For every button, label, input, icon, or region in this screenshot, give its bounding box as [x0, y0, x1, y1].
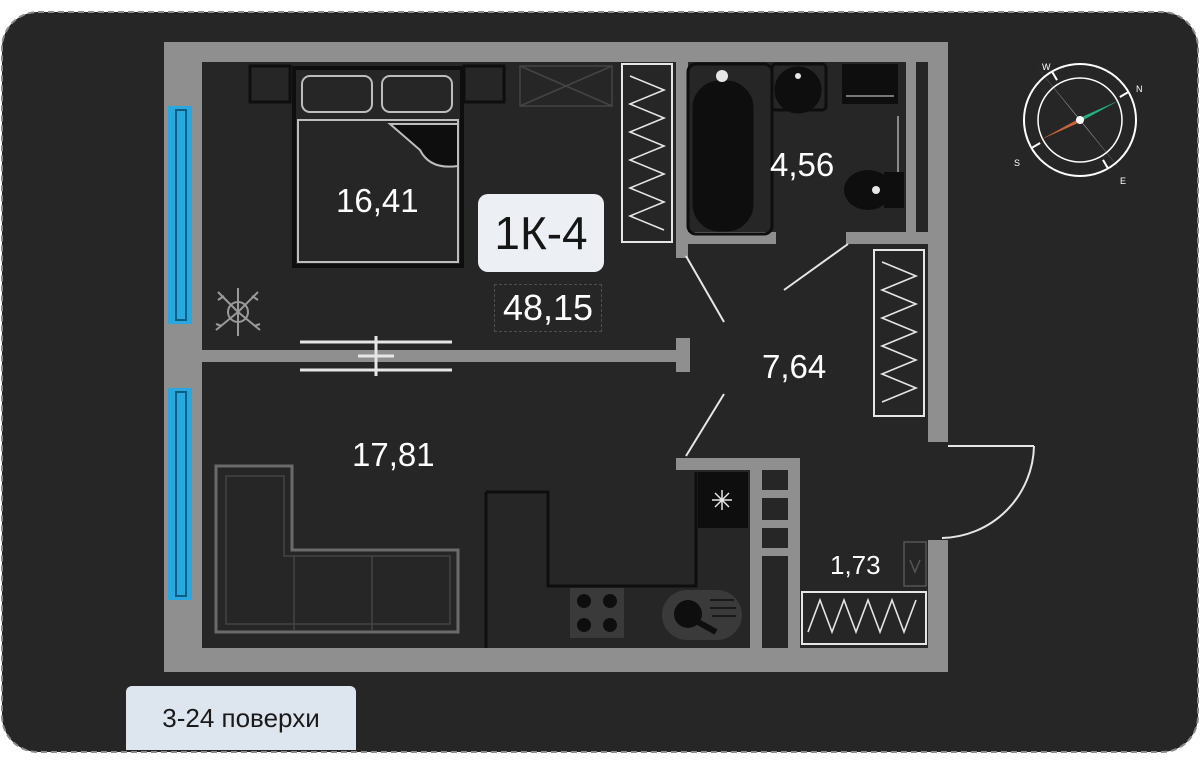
nightstands — [248, 64, 506, 104]
wardrobe-bedroom — [519, 65, 613, 107]
compass-label-n: N — [1136, 84, 1143, 94]
compass-label-s: S — [1014, 158, 1020, 168]
toilet-icon — [844, 170, 904, 210]
window-bedroom — [168, 106, 192, 324]
windows — [168, 106, 192, 600]
stove-icon — [570, 588, 624, 638]
unit-code-badge: 1К-4 — [478, 194, 604, 272]
room-area-storage: 1,73 — [830, 550, 881, 580]
compass-label-e: E — [1120, 176, 1126, 186]
door-swings — [685, 243, 1035, 539]
plant-icon — [215, 288, 261, 336]
sofa — [214, 464, 460, 634]
kitchen-sink-icon — [662, 590, 742, 640]
room-area-hallway: 7,64 — [762, 348, 827, 385]
total-area: 48,15 — [494, 284, 602, 332]
window-living — [168, 388, 192, 600]
bathtub — [686, 62, 774, 236]
fridge — [698, 472, 748, 528]
compass-icon: W N E S — [1014, 62, 1143, 186]
floors-badge: 3-24 поверхи — [126, 686, 356, 750]
compass-label-w: W — [1042, 62, 1051, 72]
wardrobe-hallway — [873, 249, 925, 417]
room-area-bedroom: 16,41 — [336, 182, 419, 219]
bed — [292, 66, 464, 268]
sink-icon — [770, 62, 828, 114]
wardrobe-tall — [621, 63, 673, 243]
room-area-bathroom: 4,56 — [770, 146, 835, 183]
sliding-door — [300, 336, 452, 376]
washing-machine — [842, 64, 898, 104]
kitchen-counter — [484, 472, 698, 648]
room-area-living-kitchen: 17,81 — [352, 436, 435, 473]
water-heater — [903, 541, 927, 587]
storage-shelf — [801, 591, 927, 645]
